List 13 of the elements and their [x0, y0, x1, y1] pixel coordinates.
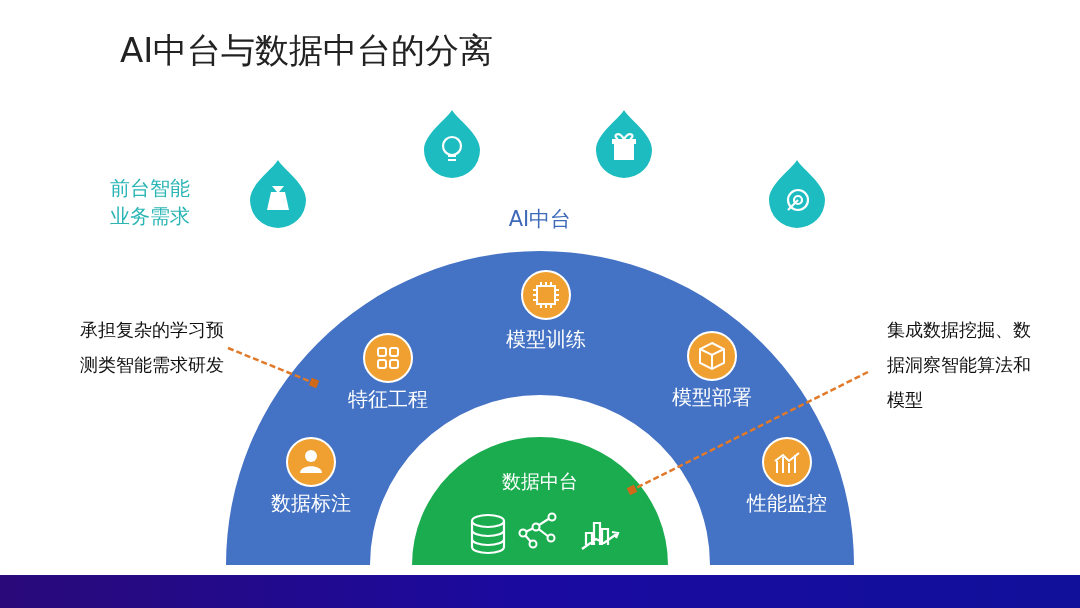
- leader-line: [227, 346, 320, 389]
- callout-text: 集成数据挖掘、数据洞察智能算法和模型: [887, 318, 1032, 412]
- band-heading: AI中台: [508, 206, 572, 233]
- leader-line: [626, 370, 869, 496]
- side-heading: 前台智能业务需求: [110, 175, 191, 230]
- item-label: 性能监控: [747, 490, 827, 517]
- half-disc-label: 数据中台: [502, 469, 578, 494]
- callout-text: 承担复杂的学习预测类智能需求研发: [80, 318, 225, 377]
- item-label: 模型训练: [506, 326, 586, 353]
- item-label: 特征工程: [348, 386, 428, 413]
- item-label: 模型部署: [672, 384, 752, 411]
- page-title: AI中台与数据中台的分离: [120, 29, 494, 72]
- item-label: 数据标注: [271, 490, 351, 517]
